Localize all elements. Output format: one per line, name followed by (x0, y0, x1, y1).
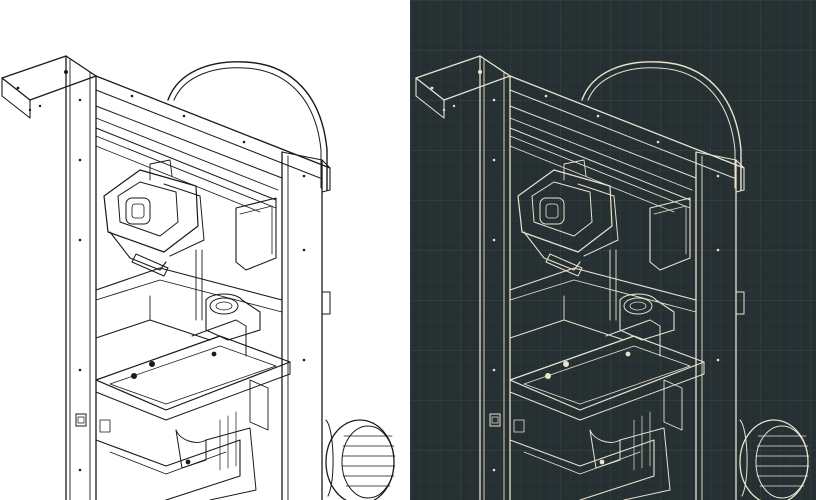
printer-line-drawing (1, 55, 396, 500)
panel-divider (404, 0, 410, 500)
blueprint-grid (410, 0, 816, 500)
line-drawing-panel (0, 0, 404, 500)
printer-blueprint-drawing (410, 0, 816, 500)
printer-outline (1, 55, 396, 500)
blueprint-panel (410, 0, 816, 500)
